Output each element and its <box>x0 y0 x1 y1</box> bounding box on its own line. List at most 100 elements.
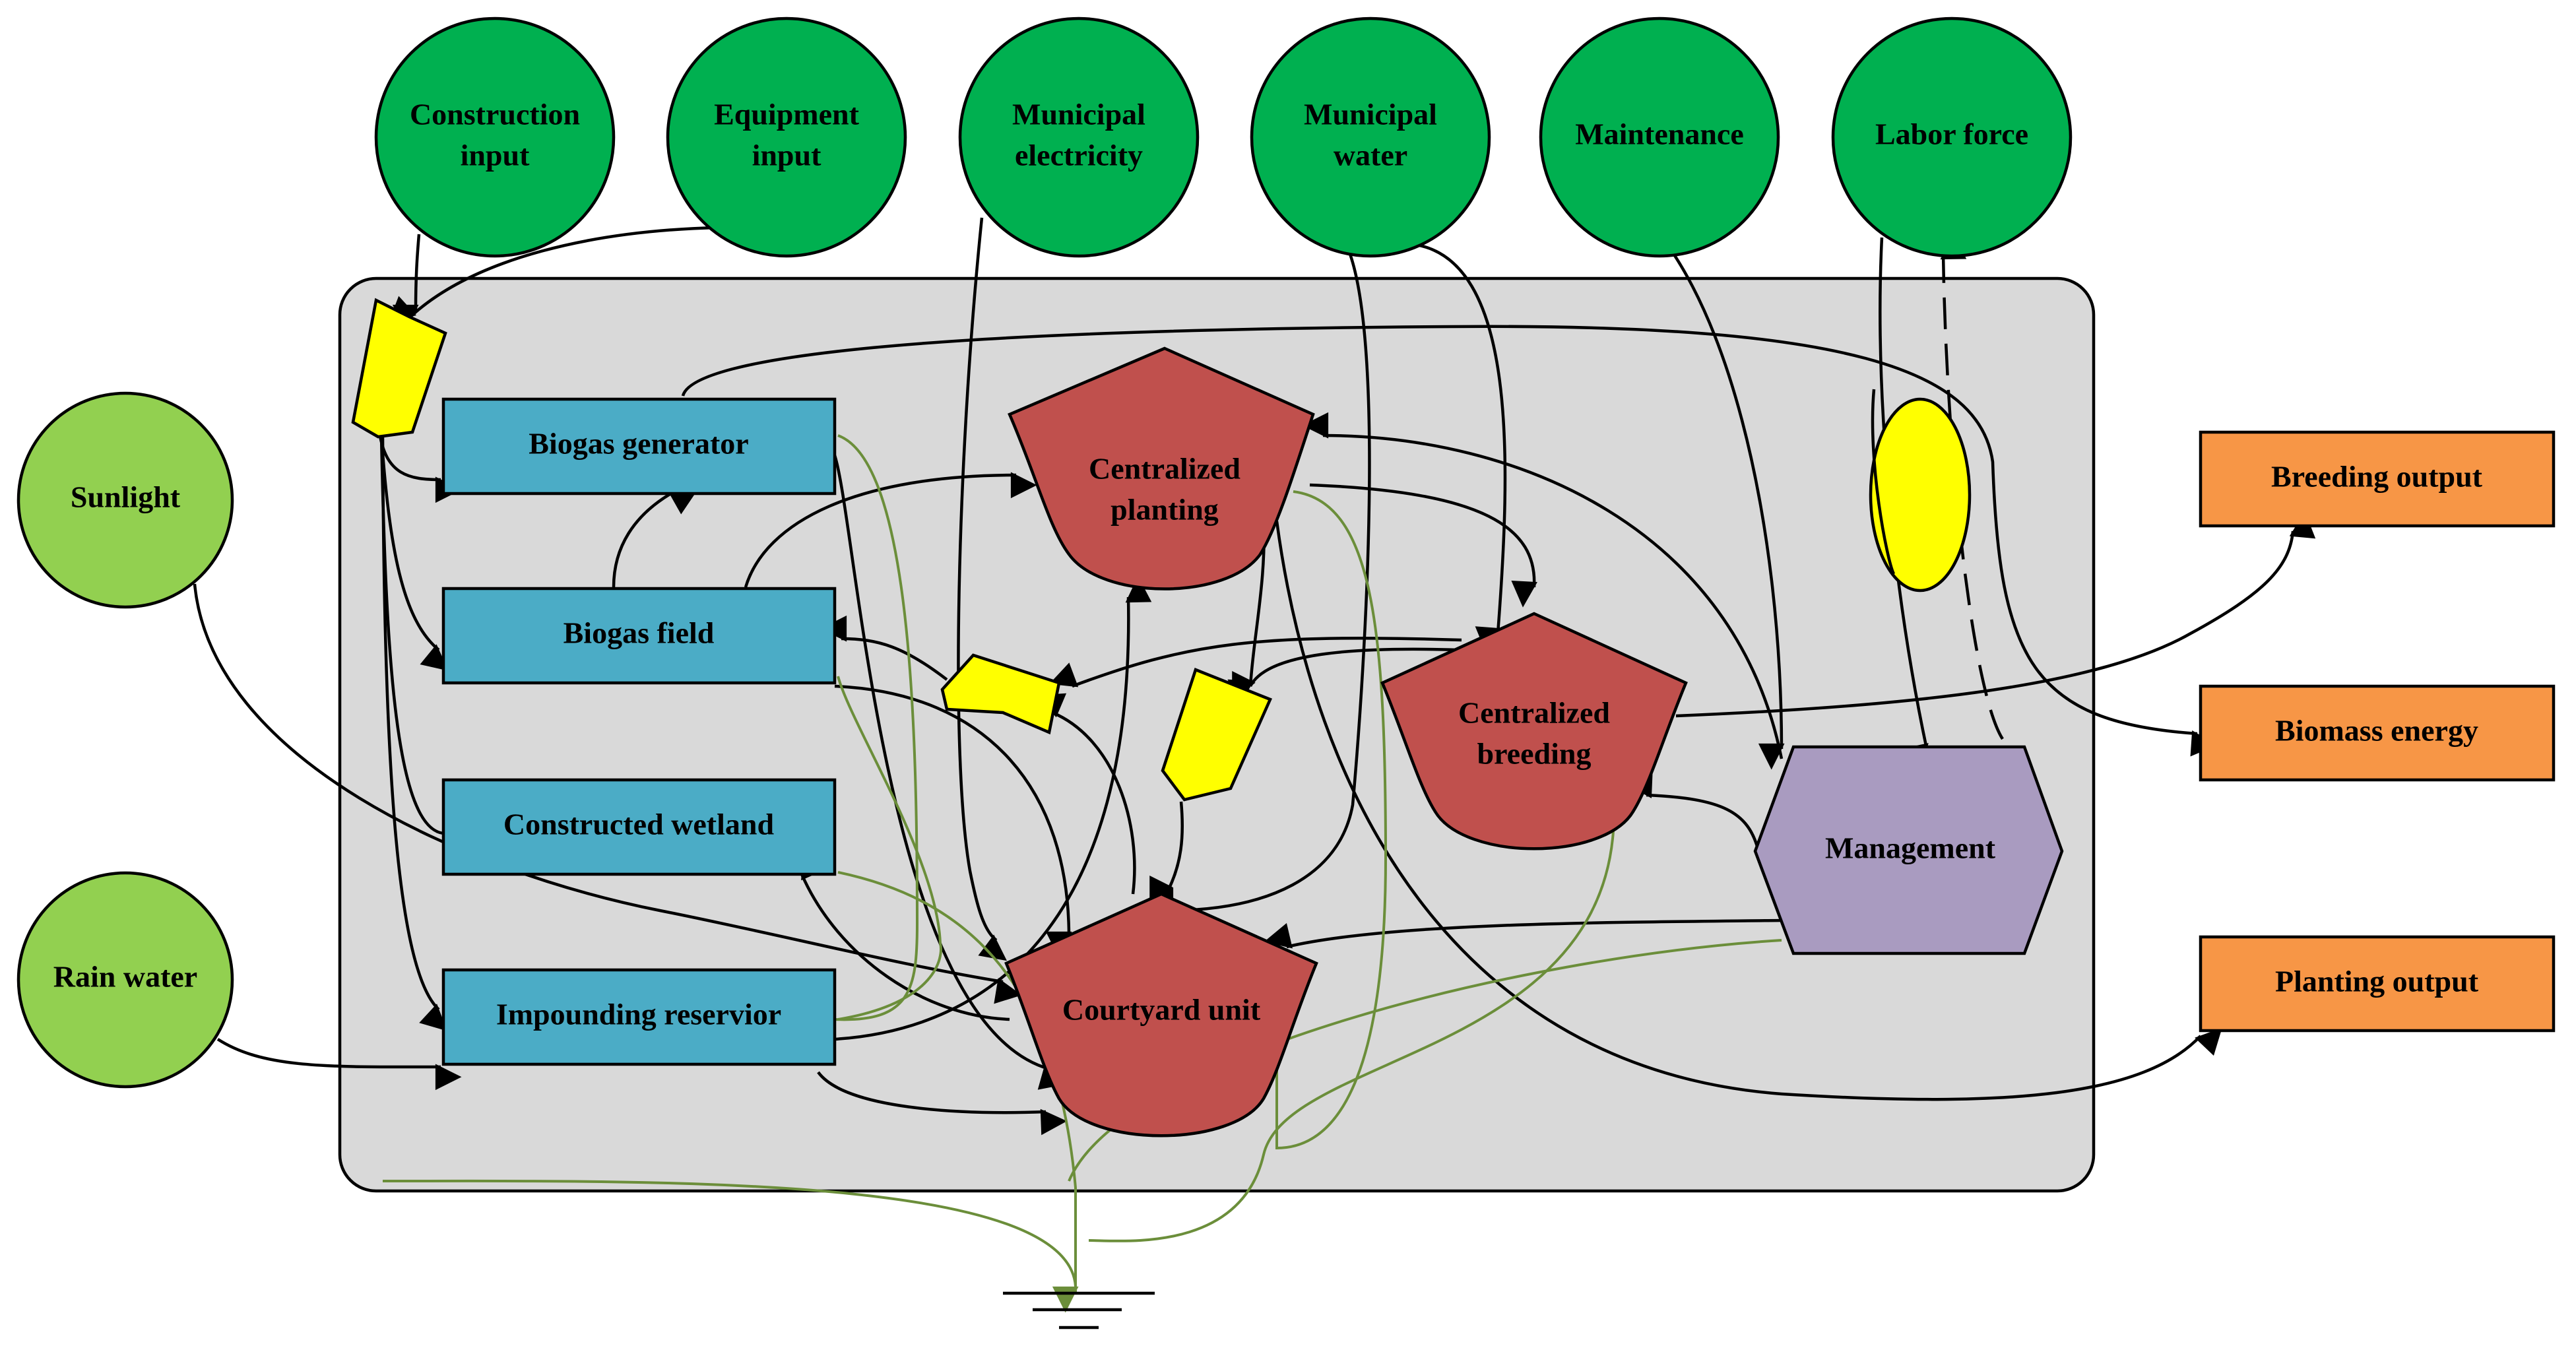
ground-icon <box>1003 1291 1155 1330</box>
source-municipal-water[interactable]: Municipal water <box>1250 16 1491 258</box>
management-hexagon[interactable] <box>1753 745 2064 955</box>
output-biomass-energy-box <box>2199 684 2556 782</box>
source-construction-input[interactable]: Construction input <box>374 16 616 258</box>
edge-management-to-labor-dashed <box>1940 233 2004 740</box>
edge-sunlight-to-courtyard <box>193 583 1022 1004</box>
external-sources: Construction input Equipment input Municipal… <box>374 16 2073 258</box>
edge-management-to-planting <box>1302 412 1784 759</box>
producer-centralized-planting-line1: Centralized <box>1089 452 1240 486</box>
output-breeding-output[interactable]: Breeding output <box>2199 430 2556 528</box>
labor-switch-arc <box>1871 389 1896 575</box>
storage-biogas-generator-label: Biogas generator <box>529 427 748 461</box>
producer-centralized-breeding[interactable]: Centralized breeding <box>1380 612 1688 850</box>
edge-water-to-breeding <box>1411 242 1507 654</box>
source-labor-force-label: Labor force <box>1875 117 2028 151</box>
output-breeding-output-box <box>2199 430 2556 528</box>
storage-biogas-field[interactable]: Biogas field <box>441 587 837 685</box>
producer-courtyard-unit-label: Courtyard unit <box>1062 993 1261 1027</box>
edge-transaction2-to-biogas-field <box>820 615 948 681</box>
edge-transaction-to-biogas-field <box>379 435 449 671</box>
edge-biogas-field-to-courtyard <box>834 684 1072 958</box>
source-municipal-electricity-circle <box>958 16 1200 258</box>
output-planting-output-label: Planting output <box>2275 965 2479 998</box>
source-municipal-water-circle <box>1250 16 1491 258</box>
edge-courtyard-heat-loss <box>382 1179 1079 1313</box>
source-sunlight[interactable]: Sunlight <box>16 391 234 609</box>
storage-constructed-wetland[interactable]: Constructed wetland <box>441 778 837 876</box>
source-rain-water[interactable]: Rain water <box>16 871 234 1089</box>
storage-impounding-reservior-label: Impounding reservior <box>496 998 781 1031</box>
source-maintenance[interactable]: Maintenance <box>1539 16 1780 258</box>
producer-centralized-planting-line2: planting <box>1111 493 1219 527</box>
edge-reservoir-heat-loss <box>837 676 942 1021</box>
edge-management-to-courtyard <box>1264 918 1782 949</box>
management-node: Management <box>1753 745 2064 955</box>
edge-electricity-to-courtyard <box>957 217 1007 961</box>
edge-transaction3-to-courtyard <box>1149 801 1184 905</box>
producer-centralized-breeding-line1: Centralized <box>1458 696 1610 730</box>
edge-management-to-breeding <box>1626 772 1760 852</box>
producer-centralized-breeding-line2: breeding <box>1477 737 1592 771</box>
source-labor-force[interactable]: Labor force <box>1831 16 2073 258</box>
storage-impounding-reservior-box <box>441 968 837 1066</box>
edge-planting-to-breeding <box>1309 483 1537 608</box>
source-rain-water-label: Rain water <box>53 960 197 994</box>
edge-breeding-heat-loss <box>1088 831 1615 1242</box>
storage-biogas-generator-box <box>441 397 837 496</box>
storage-biogas-generator[interactable]: Biogas generator <box>441 397 837 496</box>
source-municipal-electricity[interactable]: Municipal electricity <box>958 16 1200 258</box>
edge-rain-to-reservoir <box>216 1038 462 1091</box>
transaction-marker-2[interactable] <box>940 653 1061 735</box>
storage-constructed-wetland-label: Constructed wetland <box>503 808 775 841</box>
edge-reservoir-to-courtyard <box>817 1071 1068 1136</box>
storage-constructed-wetland-box <box>441 778 837 876</box>
output-biomass-energy[interactable]: Biomass energy <box>2199 684 2556 782</box>
storage-impounding-reservior[interactable]: Impounding reservior <box>441 968 837 1066</box>
edge-generator-to-courtyard <box>833 455 1067 1090</box>
output-planting-output[interactable]: Planting output <box>2199 935 2556 1033</box>
transaction-marker-1[interactable] <box>351 298 447 439</box>
source-maintenance-circle <box>1539 16 1780 258</box>
edge-transaction-to-reservoir <box>381 435 447 1031</box>
producer-centralized-planting-shape <box>1008 346 1315 591</box>
source-municipal-water-line1: Municipal <box>1304 98 1437 131</box>
source-construction-input-line1: Construction <box>410 98 580 131</box>
output-breeding-output-label: Breeding output <box>2271 460 2483 494</box>
source-equipment-input-line2: input <box>752 139 822 172</box>
edge-reservoir-to-planting <box>834 576 1152 1041</box>
transaction-marker-3[interactable] <box>1161 668 1273 802</box>
producers: CentralizedplantingCentralizedbreedingCo… <box>1004 346 1688 1138</box>
management-label: Management <box>1825 831 1996 865</box>
edge-courtyard-to-transaction2 <box>1037 693 1136 895</box>
source-sunlight-label: Sunlight <box>71 480 181 514</box>
source-construction-input-circle <box>374 16 616 258</box>
source-equipment-input[interactable]: Equipment input <box>666 16 907 258</box>
edge-biogas-field-to-planting <box>744 472 1037 588</box>
producer-centralized-planting[interactable]: Centralized planting <box>1008 346 1315 591</box>
edge-planting-heat-loss <box>1275 490 1388 1150</box>
edge-breeding-to-transaction2 <box>1049 636 1462 688</box>
edge-equipment-to-transaction <box>388 226 717 324</box>
producer-courtyard-unit-shape <box>1004 892 1318 1138</box>
edge-generator-heat-loss <box>834 434 919 1021</box>
source-equipment-input-line1: Equipment <box>714 98 860 131</box>
source-sunlight-circle <box>16 391 234 609</box>
source-municipal-electricity-line1: Municipal <box>1012 98 1145 131</box>
edge-breeding-to-output <box>1675 511 2316 718</box>
source-labor-force-circle <box>1831 16 2073 258</box>
source-municipal-electricity-line2: electricity <box>1015 139 1143 172</box>
source-maintenance-label: Maintenance <box>1575 117 1744 151</box>
transactions <box>351 298 1972 802</box>
edge-planting-to-output <box>1275 521 2222 1101</box>
source-municipal-water-line2: water <box>1334 139 1407 172</box>
source-construction-input-line2: input <box>461 139 531 172</box>
labor-switch-ellipse[interactable] <box>1869 397 1972 593</box>
source-equipment-input-circle <box>666 16 907 258</box>
producer-courtyard-unit[interactable]: Courtyard unit <box>1004 892 1318 1138</box>
source-rain-water-circle <box>16 871 234 1089</box>
edge-breeding-to-transaction3 <box>1232 647 1459 701</box>
